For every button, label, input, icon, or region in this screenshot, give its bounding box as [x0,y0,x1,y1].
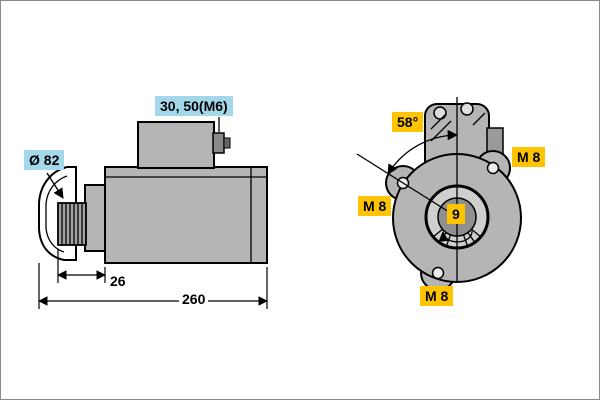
end-view [356,97,522,291]
angle-reference-line [356,153,458,218]
angle-label: 58° [392,112,424,133]
solenoid-shape [137,121,215,169]
pinion-teeth-lines [61,203,83,245]
dimension-260-label: 260 [179,290,209,309]
motor-body-shape [104,166,268,264]
housing-bolt-top-left [433,106,447,120]
angle-arc-arrow [387,129,459,175]
intermediate-housing-shape [84,184,107,252]
pinion-teeth-count-label: 9 [447,204,465,225]
bolt-label-bottom: M 8 [420,286,454,307]
diameter-leader-arrow [46,172,64,199]
dimension-26-lines [57,249,106,283]
side-view [38,117,268,309]
bolt-label-right: M 8 [512,147,546,168]
bolt-hole-bottom [431,266,445,280]
dimension-260-lines [38,263,268,309]
bolt-hole-top-right [486,161,500,175]
bolt-label-left: M 8 [358,196,392,217]
pinion-gear-shape [57,202,87,246]
dimension-26-label: 26 [107,272,129,291]
housing-bolt-top-right [460,102,474,116]
pinion-diameter-label: Ø 82 [24,150,65,171]
terminal-designation-label: 30, 50(M6) [155,96,233,117]
terminal-stud-shape [212,132,225,154]
bracket-inner-contour [45,175,68,253]
terminal-nut-shape [223,137,231,149]
rotation-direction-arrow [438,230,473,243]
